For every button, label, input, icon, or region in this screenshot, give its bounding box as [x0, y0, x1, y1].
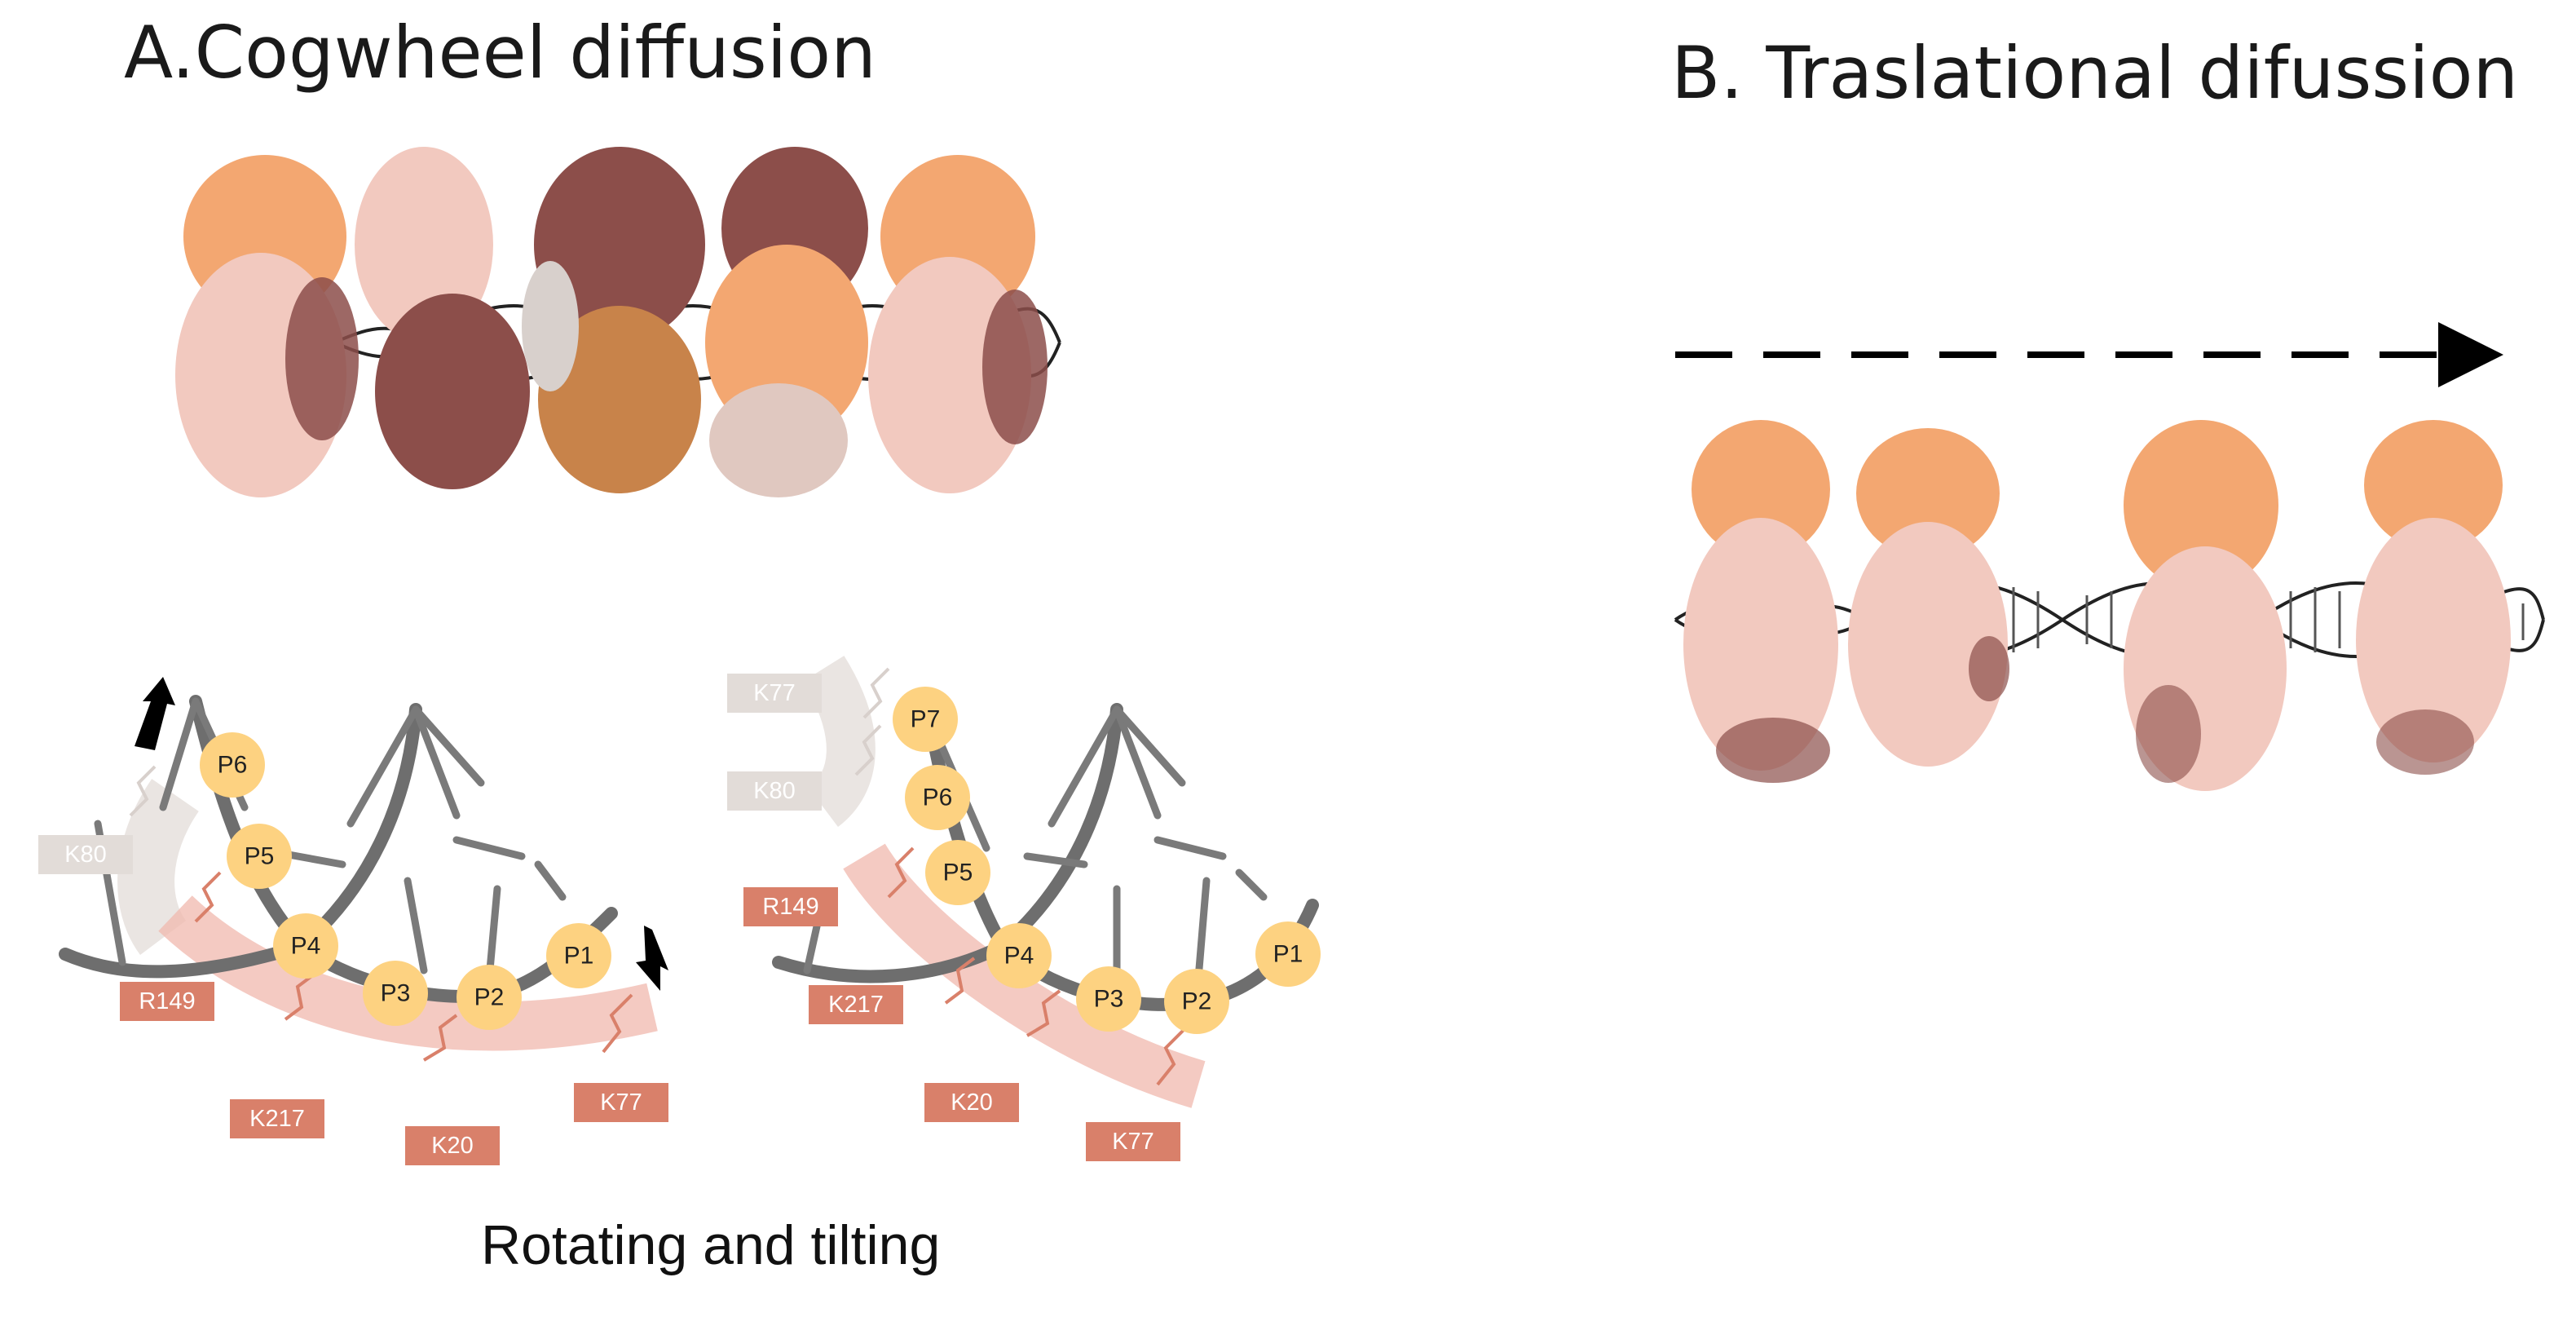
right-residue-tag-k20-4 [924, 1083, 1019, 1122]
left-residue-tag-k20-3 [405, 1126, 500, 1165]
left-bead-p5 [227, 824, 292, 889]
protein-complex-2 [355, 147, 530, 489]
right-residue-tag-k77-0 [727, 674, 822, 713]
left-bead-p3 [363, 961, 428, 1026]
left-residue-label-k20-3: K20 [431, 1133, 474, 1159]
right-bead-p6 [905, 765, 970, 830]
protein-complex-3 [522, 147, 705, 493]
left-bead-label-p5: P5 [245, 843, 275, 870]
left-bead-p6 [200, 732, 265, 798]
left-bead-p2 [457, 965, 522, 1030]
protein-complex-1 [175, 155, 359, 497]
faded-residue-band-right [802, 656, 876, 827]
left-residue-tag-r149-1 [120, 982, 214, 1021]
cogwheel-protein-row [175, 147, 1061, 497]
right-bead-label-p3: P3 [1094, 986, 1124, 1013]
right-bead-p7 [893, 687, 958, 752]
right-bead-p3 [1076, 966, 1141, 1032]
panel-b-title: B. Traslational difussion [1671, 31, 2518, 115]
tilt-arrow-icon [135, 677, 175, 750]
left-bead-p4 [273, 913, 338, 979]
right-residue-label-k80-1: K80 [753, 778, 796, 804]
right-bead-label-p2: P2 [1182, 988, 1212, 1015]
left-residue-tag-k80-0 [38, 835, 133, 874]
residue-band [158, 895, 658, 1051]
left-bead-label-p2: P2 [474, 984, 505, 1011]
right-bead-p1 [1255, 921, 1321, 987]
right-bead-label-p4: P4 [1004, 943, 1034, 970]
panel-a-caption: Rotating and tilting [481, 1214, 940, 1276]
right-residue-label-k77-0: K77 [753, 680, 796, 706]
translational-protein-row [1674, 420, 2545, 791]
right-bead-label-p1: P1 [1273, 941, 1303, 968]
right-residue-label-k77-5: K77 [1112, 1129, 1154, 1155]
left-residue-label-k217-2: K217 [249, 1106, 305, 1132]
right-bead-label-p5: P5 [943, 860, 973, 886]
left-residue-label-k77-4: K77 [600, 1089, 642, 1116]
left-bead-label-p1: P1 [564, 943, 594, 970]
left-bead-label-p4: P4 [291, 933, 321, 960]
right-bead-p2 [1164, 969, 1229, 1034]
protein-complex-5 [868, 155, 1048, 493]
right-dna-schematic [772, 656, 1319, 1108]
right-residue-tag-k80-1 [727, 771, 822, 811]
protein-complex-4 [705, 147, 868, 497]
right-residue-label-k217-3: K217 [828, 992, 884, 1018]
protein-b-3 [2124, 420, 2287, 791]
panel-a-title: A.Cogwheel diffusion [124, 11, 876, 95]
right-residue-tag-k77-5 [1086, 1122, 1180, 1161]
left-bead-p1 [546, 923, 611, 988]
left-residue-tag-k217-2 [230, 1099, 324, 1138]
right-residue-tag-r149-2 [743, 887, 838, 926]
rotate-arrow-icon [636, 926, 668, 991]
left-bead-label-p6: P6 [218, 752, 248, 779]
right-residue-tag-k217-3 [809, 985, 903, 1024]
protein-b-1 [1683, 420, 1838, 783]
right-residue-label-r149-2: R149 [762, 894, 818, 920]
right-bead-label-p6: P6 [923, 784, 953, 811]
right-bead-p5 [925, 840, 990, 905]
left-residue-label-k80-0: K80 [64, 842, 107, 868]
left-residue-tag-k77-4 [574, 1083, 668, 1122]
protein-b-4 [2356, 420, 2511, 775]
right-bead-label-p7: P7 [911, 706, 941, 733]
right-bead-p4 [986, 923, 1052, 988]
left-bead-label-p3: P3 [381, 980, 411, 1007]
faded-residue-band [117, 779, 200, 955]
left-residue-label-r149-1: R149 [139, 988, 195, 1014]
residue-band-right [843, 843, 1206, 1108]
right-residue-label-k20-4: K20 [951, 1089, 993, 1116]
protein-b-2 [1848, 428, 2009, 767]
